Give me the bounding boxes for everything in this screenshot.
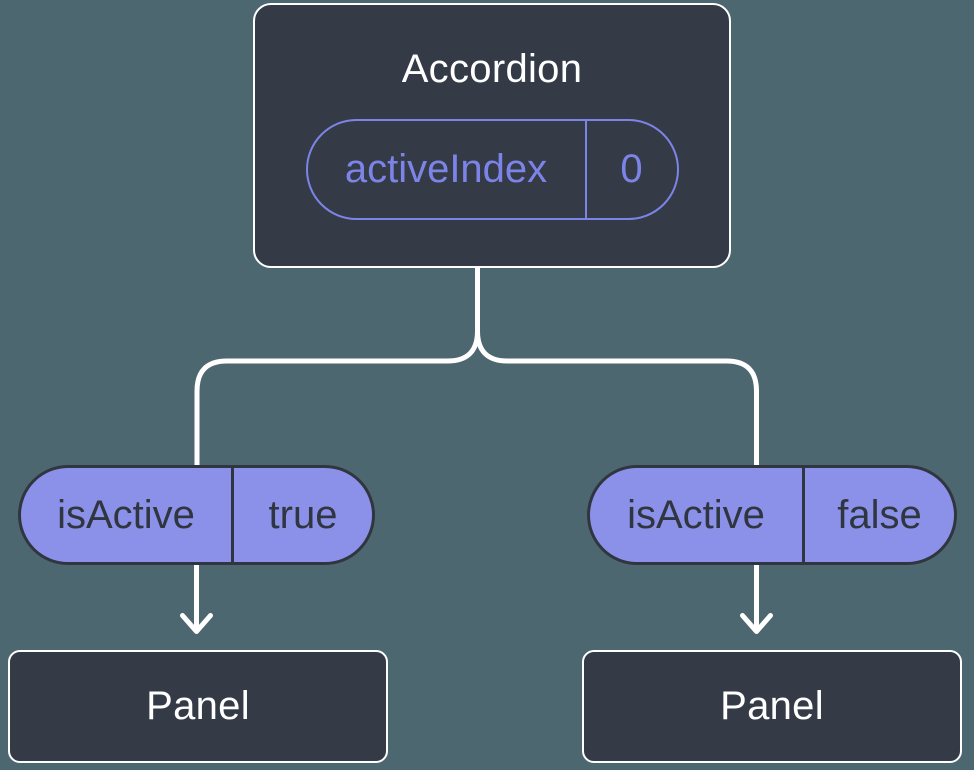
active-index-state-pill: activeIndex 0 xyxy=(305,119,679,220)
panel-node-right: Panel xyxy=(582,650,962,763)
tree-branch-left xyxy=(194,263,480,469)
prop-value-label: true xyxy=(231,468,372,562)
panel-node-title: Panel xyxy=(720,684,824,728)
panel-node-title: Panel xyxy=(146,684,250,728)
arrow-left xyxy=(180,560,213,634)
is-active-pill-right: isActive false xyxy=(587,465,957,565)
state-name-label: activeIndex xyxy=(344,147,548,191)
accordion-node: Accordion activeIndex 0 xyxy=(253,3,731,268)
is-active-pill-left: isActive true xyxy=(18,465,375,565)
prop-name-label: isActive xyxy=(57,492,195,537)
accordion-node-title: Accordion xyxy=(401,47,583,91)
prop-value-label: false xyxy=(802,468,954,562)
arrow-right xyxy=(740,560,773,634)
panel-node-left: Panel xyxy=(8,650,388,763)
tree-branch-right xyxy=(475,263,759,469)
state-value-label: 0 xyxy=(584,121,677,218)
prop-name-label: isActive xyxy=(627,492,765,537)
